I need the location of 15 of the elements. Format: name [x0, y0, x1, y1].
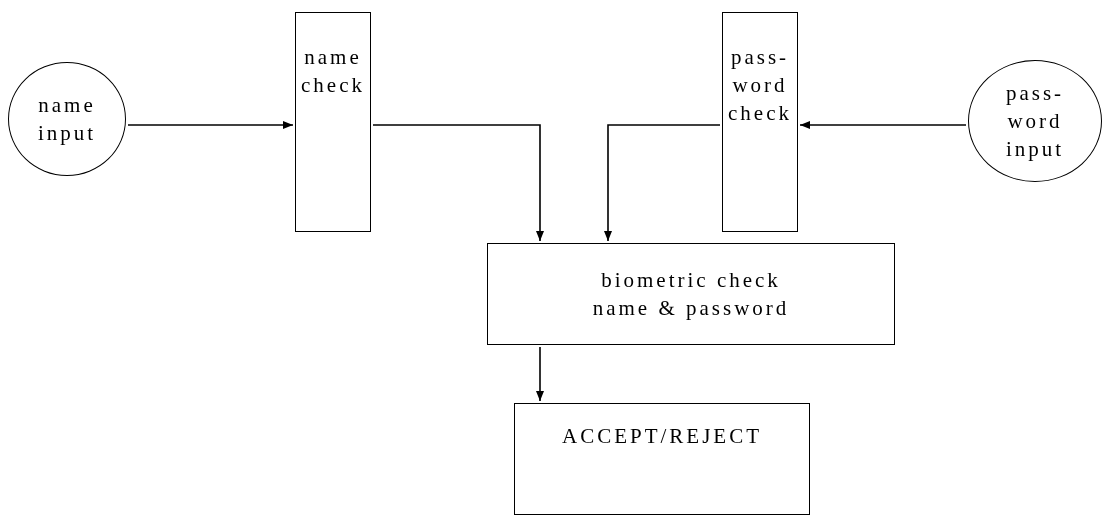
process-box [487, 243, 895, 345]
node-label: ACCEPT/REJECT [562, 423, 762, 450]
node-label: biometric check name & password [591, 267, 791, 322]
process-box [514, 403, 810, 515]
node-label: name input [36, 92, 98, 147]
arrow [799, 121, 967, 129]
node-label: name check [300, 44, 366, 99]
node-label: pass- word check [727, 44, 793, 127]
arrow [127, 121, 294, 129]
arrow [372, 124, 544, 242]
process-box [295, 12, 371, 232]
arrow [604, 124, 721, 242]
node-label: pass- word input [1004, 80, 1066, 163]
process-box [722, 12, 798, 232]
arrow [536, 346, 544, 402]
